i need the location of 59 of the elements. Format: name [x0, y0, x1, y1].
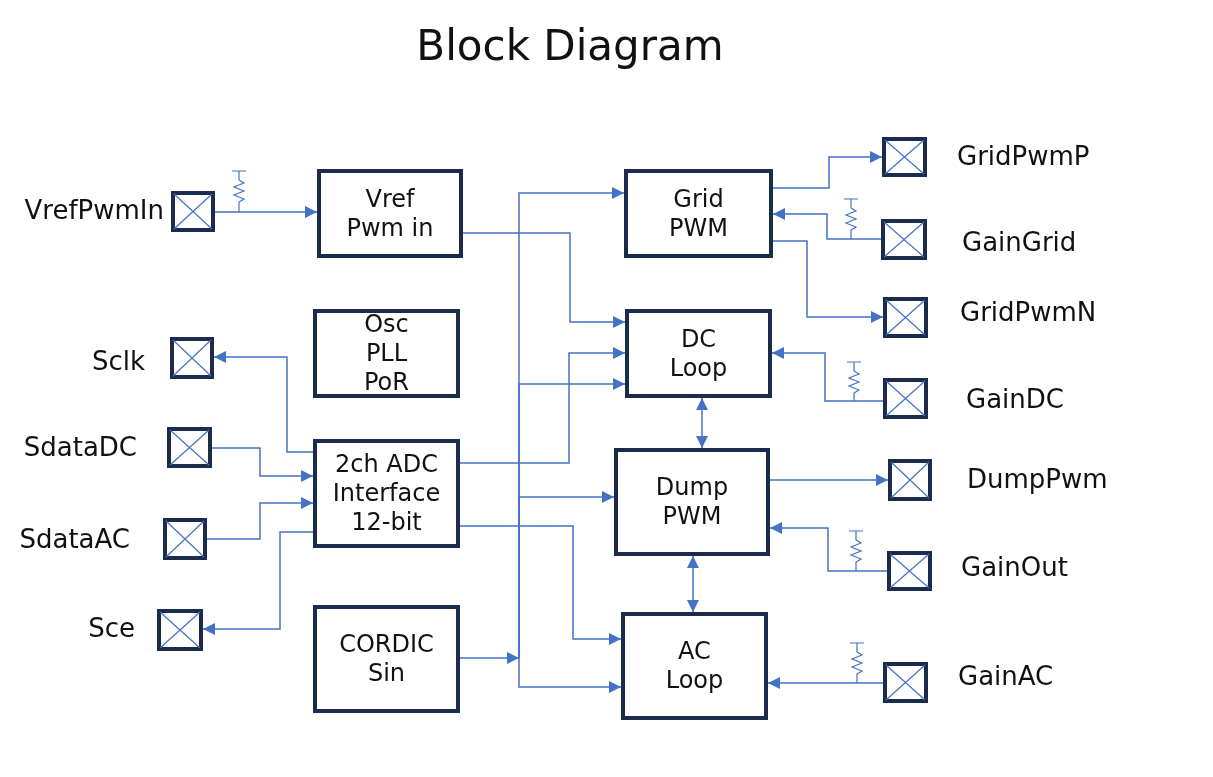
arrow	[769, 522, 888, 572]
pin-label: Sclk	[91, 346, 145, 378]
pin-label: GainOut	[961, 552, 1068, 584]
arrow	[214, 206, 318, 218]
pad-symbol	[883, 662, 928, 703]
block-label: DC Loop	[668, 324, 729, 383]
arrow	[202, 531, 314, 635]
pad-symbol	[883, 297, 928, 338]
process-box	[313, 439, 460, 548]
pad-symbol	[171, 191, 215, 232]
pad-symbol	[167, 427, 212, 468]
process-box	[614, 448, 770, 556]
pad-symbol	[881, 219, 927, 260]
pad-symbol	[163, 518, 207, 560]
arrow	[769, 474, 889, 486]
pin-label: GridPwmP	[957, 141, 1090, 173]
arrow	[206, 497, 314, 540]
arrow	[772, 208, 882, 240]
pin-label: SdataAC	[19, 524, 130, 556]
arrow	[518, 491, 615, 659]
pin-label: DumpPwm	[967, 464, 1108, 496]
block-label: CORDIC Sin	[338, 630, 435, 688]
block-label: AC Loop	[664, 637, 725, 695]
arrow	[459, 347, 626, 464]
process-box	[317, 169, 463, 258]
arrow	[772, 151, 883, 189]
block-label: 2ch ADC Interface 12-bit	[331, 450, 442, 537]
arrow	[772, 240, 884, 323]
pin-label: Sce	[88, 613, 135, 645]
arrow	[459, 525, 622, 645]
pad-symbol	[157, 609, 203, 651]
pad-symbol	[888, 459, 932, 501]
arrow	[462, 232, 626, 328]
pin-label: VrefPwmIn	[24, 195, 164, 227]
arrow	[771, 347, 884, 402]
pad-symbol	[887, 551, 932, 591]
process-box	[625, 309, 772, 398]
pin-label: SdataDC	[23, 432, 137, 464]
pad-symbol	[883, 378, 928, 419]
process-box	[624, 169, 773, 258]
pad-symbol	[882, 137, 927, 177]
arrow	[767, 677, 884, 689]
pin-label: GridPwmN	[960, 297, 1097, 329]
block-label: Vref Pwm in	[345, 184, 435, 243]
block-label: Osc PLL PoR	[363, 310, 410, 397]
pad-symbol	[170, 337, 214, 379]
block-label: Grid PWM	[668, 184, 729, 243]
pin-label: GainGrid	[962, 227, 1077, 259]
process-box	[313, 605, 460, 713]
double-arrow	[687, 555, 699, 613]
diagram-title: Block Diagram	[416, 21, 724, 72]
arrow	[213, 351, 314, 453]
pin-label: GainDC	[966, 384, 1064, 416]
block-label: Dump PWM	[654, 473, 730, 531]
arrow	[211, 447, 314, 482]
process-box	[313, 309, 460, 398]
double-arrow	[696, 397, 708, 449]
process-box	[621, 612, 768, 720]
pin-label: GainAC	[958, 661, 1054, 693]
